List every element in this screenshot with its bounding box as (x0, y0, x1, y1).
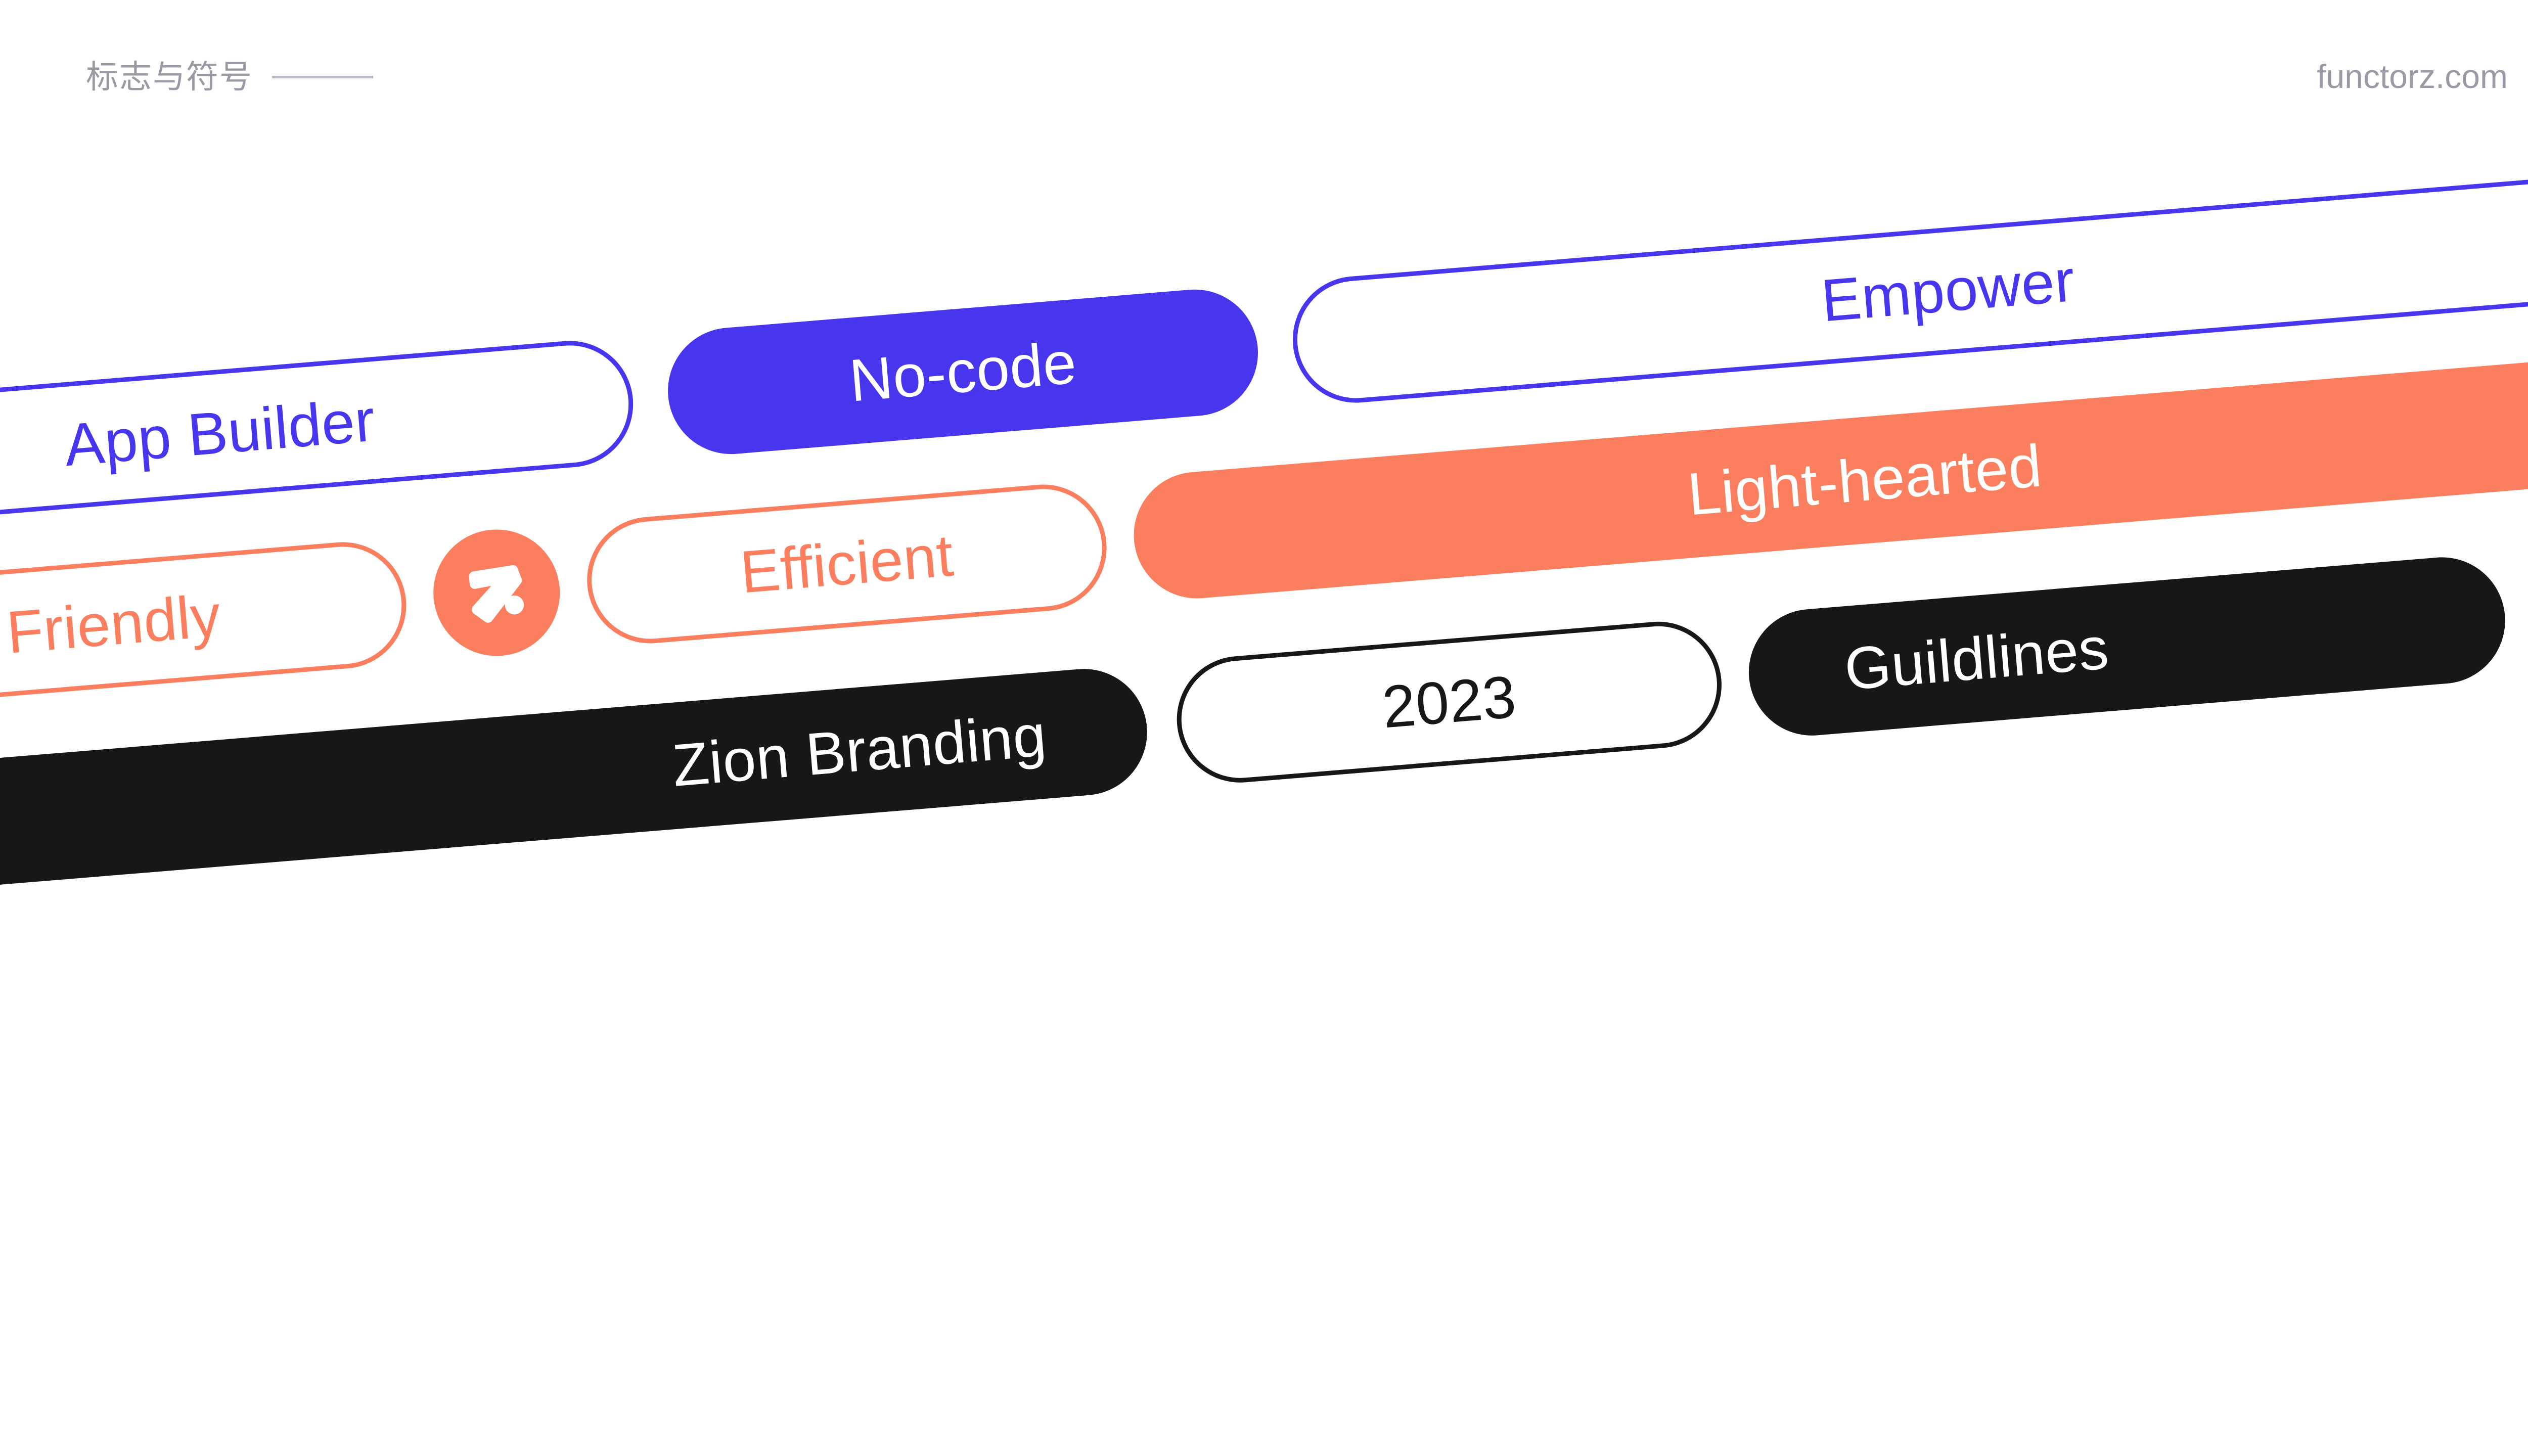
pill-label: Empower (1819, 247, 2078, 335)
pill-label: Efficient (738, 522, 956, 606)
pill-friendly[interactable]: Friendly (0, 537, 412, 711)
zion-mark-icon (469, 565, 524, 623)
header-rule (272, 75, 373, 78)
pill-year-2023[interactable]: 2023 (1171, 616, 1727, 788)
pill-label: Friendly (4, 582, 223, 666)
section-label: 标志与符号 (86, 59, 253, 95)
site-url: functorz.com (2317, 58, 2508, 95)
pill-row-2: Friendly Efficient Light-hearted (0, 357, 2528, 711)
pill-zion-branding[interactable]: Zion Branding (0, 664, 1152, 898)
pill-label: Guildlines (1842, 614, 2111, 703)
pill-efficient[interactable]: Efficient (582, 479, 1112, 649)
zion-logo-icon (428, 524, 565, 661)
pill-app-builder[interactable]: App Builder (0, 336, 639, 530)
pill-band: App Builder No-code Empower Friendly Eff (0, 174, 2528, 898)
pill-label: 2023 (1380, 663, 1519, 741)
pill-empower[interactable]: Empower (1288, 174, 2528, 408)
pill-label: App Builder (62, 387, 378, 479)
section-label-group: 标志与符号 (86, 61, 373, 93)
pill-label: No-code (847, 329, 1079, 415)
pill-guildlines[interactable]: Guildlines (1744, 552, 2510, 741)
pill-no-code[interactable]: No-code (663, 284, 1263, 459)
pill-label: Zion Branding (669, 702, 1049, 799)
pill-label: Light-hearted (1685, 432, 2045, 528)
